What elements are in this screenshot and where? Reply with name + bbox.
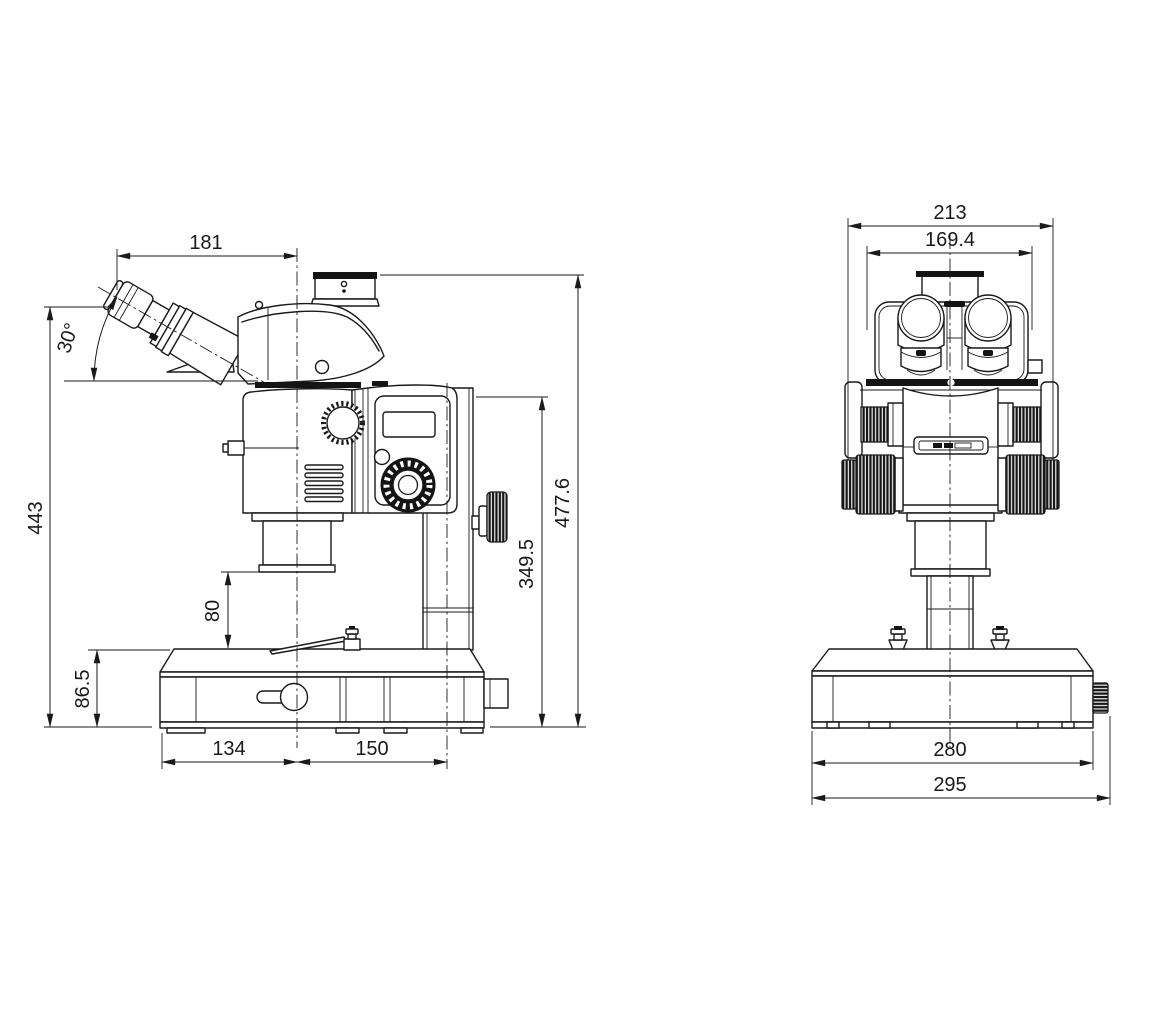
rear-connector (483, 678, 509, 709)
dim-label-134: 134 (212, 738, 245, 760)
base-foot-notch (868, 721, 891, 729)
dim-column-height: 349.5 (476, 396, 586, 728)
base-foot (383, 727, 408, 734)
front-view: 213 169.4 280 295 (811, 202, 1111, 805)
base-foot (335, 727, 360, 734)
dim-head-width-front: 169.4 (866, 229, 1033, 330)
clamp-screw-right (990, 626, 1010, 651)
dim-base-height: 86.5 (72, 649, 170, 728)
eyepiece-bridge (944, 301, 965, 370)
photo-tube-side (310, 272, 380, 307)
dim-label-86-5: 86.5 (72, 670, 94, 709)
objective-front (906, 512, 995, 577)
dim-base-front-length: 134 (161, 733, 298, 769)
eyepiece-assembly-side (102, 280, 247, 386)
zoom-knob-left (860, 402, 904, 447)
diopter-mark (148, 332, 159, 342)
dim-label-280: 280 (933, 739, 966, 761)
dim-label-150: 150 (355, 738, 388, 760)
head-mount-bar (255, 382, 361, 388)
dim-label-30deg: 30° (53, 320, 83, 356)
front-knob (380, 457, 436, 513)
body-front (898, 387, 1003, 514)
base-side (159, 626, 509, 734)
focus-knob-side (471, 491, 508, 543)
power-switch (256, 682, 309, 712)
zoom-indicator-window (913, 436, 989, 455)
vent-slats (304, 464, 344, 503)
dim-label-349-5: 349.5 (516, 539, 538, 589)
dim-label-80: 80 (202, 600, 224, 622)
base-foot-notch (1016, 721, 1039, 729)
dim-overall-height: 477.6 (380, 274, 584, 728)
dim-head-width: 181 (116, 232, 298, 290)
focus-knob-front-left (841, 454, 904, 515)
eyepiece-axis-centerline (97, 286, 268, 385)
base-side-knob (1092, 682, 1109, 714)
dim-label-295: 295 (933, 774, 966, 796)
base-foot-notch (826, 721, 840, 729)
dim-overall-base-width: 295 (811, 716, 1111, 805)
dim-overall-width: 213 (847, 202, 1054, 460)
dim-base-rear-length: 150 (296, 738, 448, 766)
label-plate (382, 411, 436, 438)
specimen-clamp (269, 626, 361, 655)
base-foot (460, 727, 484, 734)
dim-label-443: 443 (25, 501, 47, 534)
illumination-button (373, 448, 391, 466)
head-body-interface (860, 378, 1042, 391)
left-clamp-knob (222, 440, 299, 456)
dim-base-width: 280 (811, 731, 1094, 805)
head-side-tab (1027, 359, 1043, 374)
base-foot (166, 727, 206, 734)
dim-label-169-4: 169.4 (925, 229, 975, 251)
body-side (222, 381, 458, 514)
zoom-knob-right (997, 402, 1041, 447)
head-fork-arm-right (1040, 381, 1059, 459)
side-view: 181 30° 443 86.5 80 134 (25, 232, 586, 769)
eyepiece-front-left (897, 294, 945, 376)
dim-label-477-6: 477.6 (552, 478, 574, 528)
base-front (811, 648, 1109, 729)
zoom-dial (321, 401, 365, 445)
dim-label-181: 181 (189, 232, 222, 254)
clamp-screw-left (888, 626, 908, 651)
base-foot-notch (1061, 721, 1075, 729)
dim-total-height: 443 (25, 306, 152, 728)
eyepiece-front-right (964, 294, 1012, 376)
focus-knob-front-right (997, 454, 1060, 515)
binocular-head-side (237, 300, 385, 388)
objective-side (251, 512, 344, 573)
dim-label-213: 213 (933, 202, 966, 224)
dim-working-distance: 80 (202, 571, 261, 649)
